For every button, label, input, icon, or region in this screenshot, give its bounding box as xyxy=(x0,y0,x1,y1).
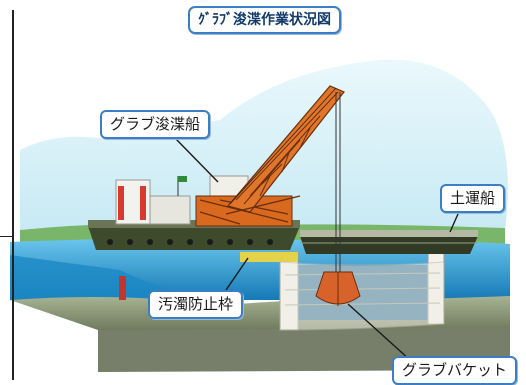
frame-divider xyxy=(0,236,12,237)
silt-fence xyxy=(240,251,445,331)
crane-boom xyxy=(225,85,345,215)
label-grab-bucket: グラブバケット xyxy=(392,356,518,385)
leader-grab-bucket xyxy=(347,303,411,361)
leader-grab-dredger xyxy=(174,137,219,183)
frame-left-edge xyxy=(12,10,14,380)
sea-foreground xyxy=(10,255,210,300)
grab-bucket xyxy=(315,271,361,306)
label-silt-fence: 汚濁防止枠 xyxy=(148,290,244,319)
diagram-title: ｸﾞﾗﾌﾞ浚渫作業状況図 xyxy=(188,6,341,34)
label-grab-dredger: グラブ浚渫船 xyxy=(100,110,211,139)
earth-barge xyxy=(300,230,478,254)
dredger-hull xyxy=(88,220,300,250)
leader-silt-fence xyxy=(225,257,249,291)
label-earth-barge: 土運船 xyxy=(440,184,506,213)
buoy-marker xyxy=(119,276,126,300)
